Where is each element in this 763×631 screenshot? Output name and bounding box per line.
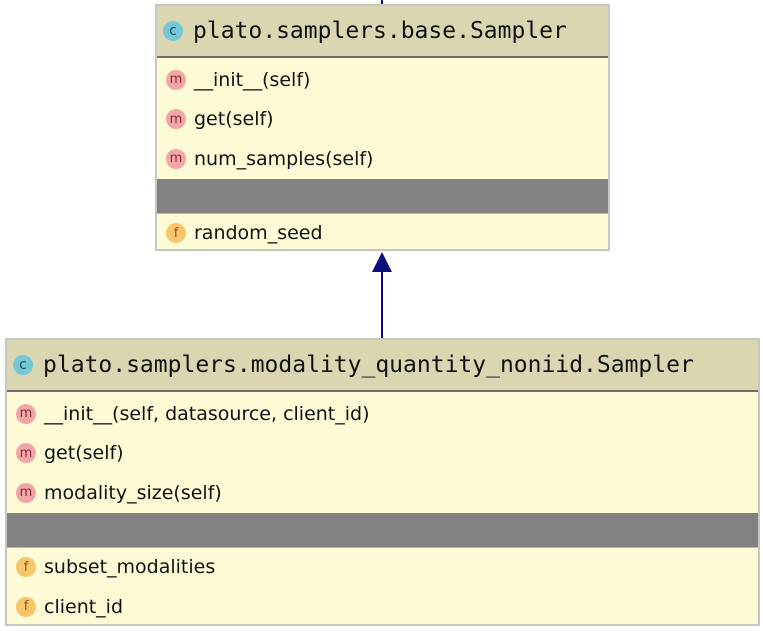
class-header: c plato.samplers.modality_quantity_nonii… bbox=[7, 340, 758, 392]
method-label: get(self) bbox=[44, 442, 124, 465]
method-label: modality_size(self) bbox=[44, 481, 222, 504]
field-icon: f bbox=[16, 557, 36, 578]
method-row[interactable]: m num_samples(self) bbox=[157, 139, 608, 179]
section-separator bbox=[157, 178, 608, 213]
method-icon: m bbox=[166, 69, 186, 90]
method-row[interactable]: m get(self) bbox=[157, 100, 608, 140]
method-icon: m bbox=[16, 403, 36, 424]
base-sampler-class-box[interactable]: c plato.samplers.base.Sampler m __init__… bbox=[155, 4, 610, 251]
field-row[interactable]: f random_seed bbox=[157, 214, 608, 254]
section-divider bbox=[157, 212, 608, 214]
class-header: c plato.samplers.base.Sampler bbox=[157, 6, 608, 58]
section-divider bbox=[7, 546, 758, 548]
method-label: get(self) bbox=[194, 108, 274, 131]
class-name: plato.samplers.modality_quantity_noniid.… bbox=[43, 352, 694, 378]
section-separator bbox=[7, 512, 758, 547]
modality-sampler-class-box[interactable]: c plato.samplers.modality_quantity_nonii… bbox=[5, 338, 760, 626]
field-label: random_seed bbox=[194, 222, 323, 245]
field-icon: f bbox=[166, 223, 186, 244]
field-label: subset_modalities bbox=[44, 556, 216, 579]
method-label: __init__(self) bbox=[194, 68, 311, 91]
field-icon: f bbox=[16, 596, 36, 617]
field-row[interactable]: f subset_modalities bbox=[7, 548, 758, 588]
method-row[interactable]: m get(self) bbox=[7, 434, 758, 474]
method-icon: m bbox=[16, 482, 36, 503]
methods-section: m __init__(self, datasource, client_id) … bbox=[7, 392, 758, 513]
class-name: plato.samplers.base.Sampler bbox=[193, 18, 567, 44]
fields-section: f random_seed bbox=[157, 214, 608, 254]
method-label: __init__(self, datasource, client_id) bbox=[44, 402, 370, 425]
class-icon: c bbox=[163, 21, 183, 41]
class-icon: c bbox=[13, 355, 33, 375]
method-icon: m bbox=[166, 109, 186, 130]
field-label: client_id bbox=[44, 595, 124, 618]
method-label: num_samples(self) bbox=[194, 147, 374, 170]
method-icon: m bbox=[16, 443, 36, 464]
methods-section: m __init__(self) m get(self) m num_sampl… bbox=[157, 58, 608, 179]
method-row[interactable]: m __init__(self, datasource, client_id) bbox=[7, 394, 758, 434]
method-icon: m bbox=[166, 148, 186, 169]
inheritance-arrowhead bbox=[372, 252, 392, 272]
field-row[interactable]: f client_id bbox=[7, 587, 758, 627]
method-row[interactable]: m __init__(self) bbox=[157, 60, 608, 100]
fields-section: f subset_modalities f client_id bbox=[7, 548, 758, 627]
method-row[interactable]: m modality_size(self) bbox=[7, 473, 758, 513]
